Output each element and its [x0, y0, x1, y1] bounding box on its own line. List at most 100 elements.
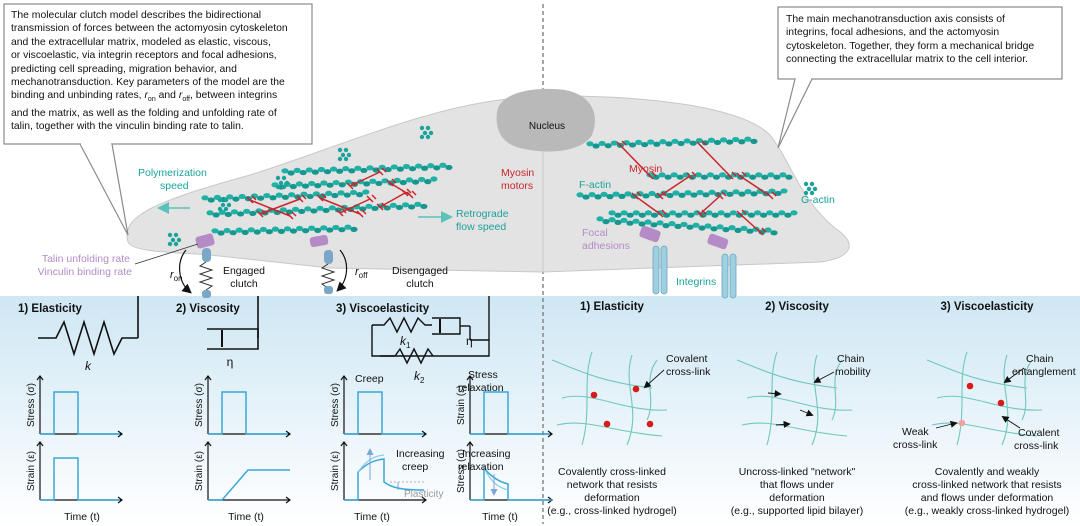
desc2-line-3: (e.g., supported lipid bilayer): [731, 505, 864, 517]
filament-5: [586, 136, 758, 149]
disengaged-label: Disengaged: [392, 265, 448, 277]
covalent-label-2: cross-link: [666, 366, 711, 378]
plot-creep-ylabel: Strain (ε): [330, 451, 341, 491]
left-callout-box: [3, 3, 313, 145]
plot-ve-stress: Stress (σ): [330, 375, 427, 438]
polymerization-label: Polymerization: [138, 167, 207, 179]
engaged-label-2: clutch: [230, 278, 258, 290]
myosin-motors-label-2: motors: [501, 180, 533, 192]
myosin-7: [616, 140, 657, 180]
k-label: k: [85, 359, 92, 373]
myosin-motors: [246, 140, 777, 236]
chain-mobility-label: Chain: [837, 353, 865, 365]
increasing-creep-label-2: creep: [402, 461, 428, 473]
plot-elastic-strain: Strain (ε): [26, 441, 123, 504]
f-actin-label: F-actin: [579, 179, 611, 191]
myosin-label: Myosin: [629, 163, 662, 175]
g-actin-3: [419, 125, 434, 140]
desc1-line-2: deformation: [584, 492, 640, 504]
r-off-label: roff: [355, 266, 368, 280]
myosin-1: [246, 195, 297, 220]
cell-right: [542, 95, 850, 273]
myosin-13: [736, 209, 767, 236]
talin-label: Talin unfolding rate: [42, 253, 130, 265]
stress-relax-label: Stress: [468, 369, 498, 381]
plot-ve-strain-ylabel: Strain (ε): [456, 385, 467, 425]
focal-label: Focal: [582, 227, 608, 239]
plot-viscous-strain-ylabel: Strain (ε): [194, 451, 205, 491]
desc2-line-2: deformation: [769, 492, 825, 504]
retrograde-label-2: flow speed: [456, 221, 506, 233]
nucleus: [496, 88, 595, 152]
plot-viscous-stress-ylabel: Stress (σ): [194, 383, 205, 427]
covalent2-label: Covalent: [1018, 427, 1060, 439]
lp-title-2: 2) Viscosity: [176, 303, 240, 315]
plot-ve-strain: Strain (ε): [456, 375, 553, 438]
filament-4: [281, 162, 453, 176]
myosin-5: [386, 178, 417, 199]
plot-relaxation: Stress (σ): [456, 441, 553, 504]
elastic-spring: k: [38, 296, 139, 373]
network-viscous: [736, 351, 853, 446]
time-label-1: Time (t): [228, 511, 264, 523]
k2-label: k2: [414, 369, 425, 385]
time-label-0: Time (t): [64, 511, 100, 523]
desc3-line-0: Covalently and weakly: [935, 466, 1040, 478]
desc2-line-1: that flows under: [760, 479, 835, 491]
myosin-6: [346, 167, 387, 190]
desc3-line-3: (e.g., weakly cross-linked hydrogel): [905, 505, 1070, 517]
disengaged-label-2: clutch: [406, 278, 434, 290]
rp-title-2: 2) Viscosity: [765, 301, 829, 313]
disengaged-clutch: [309, 234, 348, 294]
filament-8: [596, 216, 778, 236]
desc3-line-1: cross-linked network that resists: [912, 479, 1061, 491]
increasing-relax-label-2: relaxation: [458, 461, 504, 473]
filament-7: [608, 210, 798, 218]
g-actin-2: [337, 147, 352, 162]
g-actin-0: [217, 197, 232, 212]
plot-viscous-stress: Stress (σ): [194, 375, 291, 438]
creep-label: Creep: [355, 373, 384, 385]
myosin-0: [256, 194, 307, 218]
polymerization-label-2: speed: [160, 180, 189, 192]
network-viscoelastic: [926, 351, 1043, 446]
integrins-label: Integrins: [676, 276, 716, 288]
myosin-11: [631, 191, 667, 218]
lp-title-3: 3) Viscoelasticity: [336, 303, 430, 315]
increasing-relax-label: Increasing: [462, 448, 511, 460]
plasticity-label: Plasticity: [404, 489, 443, 500]
plot-creep: Strain (ε): [330, 441, 427, 504]
polymer-networks: [551, 351, 1043, 446]
desc3-line-2: and flows under deformation: [921, 492, 1054, 504]
time-label-2: Time (t): [354, 511, 390, 523]
plots: Stress (σ) Strain (ε) Stress (σ) Strain (ε)…: [26, 375, 553, 523]
stress-relax-label-2: relaxation: [458, 382, 504, 394]
lp-title-1: 1) Elasticity: [18, 303, 83, 315]
plot-elastic-strain-ylabel: Strain (ε): [26, 451, 37, 491]
filament-0: [211, 224, 358, 236]
talin-pointer: [134, 243, 199, 265]
g-actin-dots: [167, 125, 818, 247]
viscoelastic-model: k1 η k2: [371, 296, 490, 385]
right-callout-box: [777, 6, 1063, 80]
plot-viscous-strain: Strain (ε): [194, 441, 291, 504]
desc2-line-0: Uncross-linked "network": [739, 466, 856, 478]
g-actin-1: [275, 175, 290, 190]
focal-label-2: adhesions: [582, 240, 630, 252]
myosin-3: [316, 193, 367, 218]
myosin-motors-label: Myosin: [501, 167, 534, 179]
rp-title-3: 3) Viscoelasticity: [940, 301, 1034, 313]
eta2-label: η: [466, 334, 473, 348]
vinculin-label: Vinculin binding rate: [38, 266, 133, 278]
desc1-line-0: Covalently cross-linked: [558, 466, 666, 478]
desc1-line-1: network that resists: [567, 479, 657, 491]
nucleus-label: Nucleus: [529, 121, 565, 132]
network-elastic: [551, 351, 668, 446]
retrograde-label: Retrograde: [456, 208, 509, 220]
chain-mobility-label-2: mobility: [835, 366, 871, 378]
increasing-creep-label: Increasing: [396, 448, 445, 460]
myosin-10: [736, 171, 777, 200]
covalent2-label-2: cross-link: [1014, 440, 1059, 452]
engaged-clutch: [179, 233, 215, 298]
